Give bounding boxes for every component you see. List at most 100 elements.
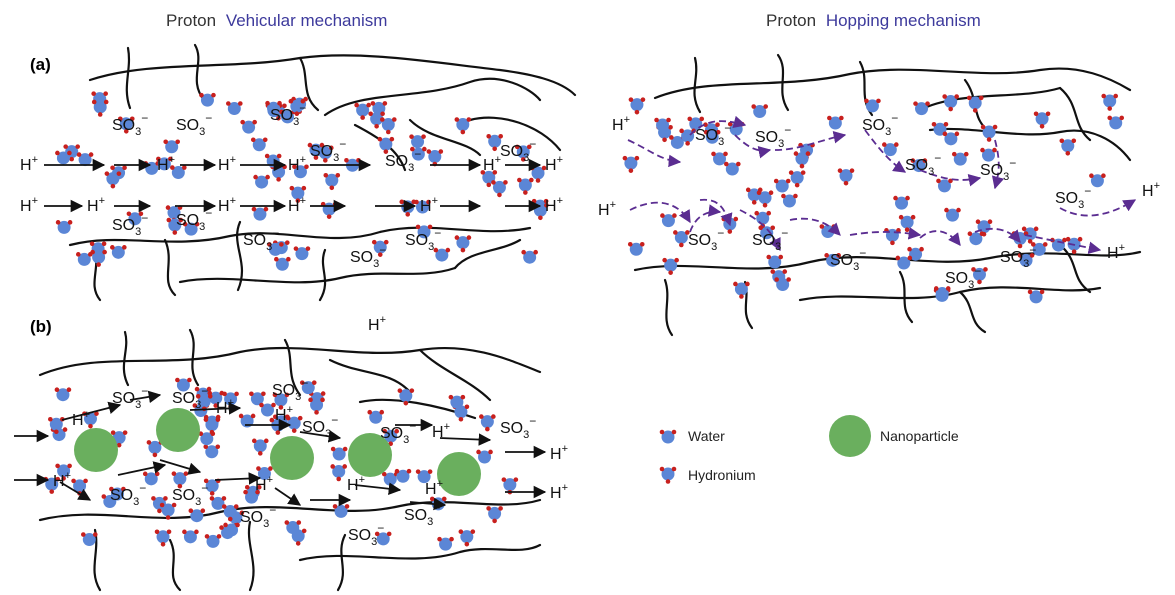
sulfonate-label: SO3− [270,101,306,128]
water-molecule [882,142,899,157]
hydronium-molecule [1021,226,1039,244]
hydronium-molecule [90,249,107,267]
hydronium-molecule [171,471,189,489]
left-title: Proton Vehicular mechanism [166,11,387,30]
water-molecule [163,139,180,154]
hydronium-molecule [942,94,959,112]
water-molecule [274,256,291,271]
hydronium-molecule [479,414,496,432]
water-molecule [415,224,433,239]
sulfonate-label: SO3− [272,376,308,403]
nanoparticle-3 [270,436,314,480]
water-molecule [367,409,385,424]
sulfonate-label: SO3− [112,111,148,138]
sulfonate-label: SO3− [752,226,788,253]
water-molecule [448,394,466,409]
water-molecule [249,391,266,406]
water-molecule [410,146,427,161]
water-molecule [330,446,348,461]
water-molecule [126,211,144,226]
nanoparticle-5 [437,452,481,496]
water-molecule [381,471,399,486]
hydronium-molecule [159,502,177,520]
sulfonate-label: SO3− [405,226,441,253]
chemical-labels: H+H+H+H+H+H+H+H+H+H+H+H+H+SO3−SO3−SO3−SO… [20,101,1160,548]
hydronium-molecule [662,257,679,275]
vehicular-arrows [14,158,547,511]
proton-label: H+ [432,421,450,441]
legend-nanoparticle-label: Nanoparticle [880,428,959,444]
nanoparticles-layer [74,408,481,496]
water-molecule [773,178,791,193]
left-title-prefix: Proton [166,11,216,30]
water-molecule [293,246,311,261]
hydronium-molecule [251,438,269,456]
hydronium-molecule [1033,111,1051,129]
hydronium-molecule [82,411,99,429]
hydronium-molecule [788,170,806,188]
hydronium-molecule [966,95,984,113]
water-molecule [110,245,127,259]
sulfonate-label: SO3− [945,264,981,291]
hydronium-molecule [399,199,417,217]
proton-label: H+ [425,478,443,498]
water-molecule [243,489,260,504]
water-molecule [433,247,451,262]
water-molecule [774,277,791,292]
water-molecule [156,156,173,171]
hydronium-molecule [1059,138,1077,156]
water-molecule [240,119,257,134]
panel-label-b: (b) [30,317,52,336]
nanoparticle-4 [348,433,392,477]
water-molecule [781,193,798,208]
hydronium-molecule [898,214,916,232]
hydronium-molecule [117,116,135,134]
water-molecule [409,134,426,149]
hydronium-molecule [104,171,122,189]
sulfonate-label: SO3− [1055,184,1091,211]
water-molecule [332,504,350,518]
hydronium-molecule [659,466,677,484]
hydronium-molecule [486,506,503,524]
sulfonate-label: SO3− [980,156,1016,183]
water-molecule [703,129,721,144]
water-molecule [907,246,924,261]
sulfonate-label: SO3− [1000,243,1036,270]
proton-label: H+ [288,154,306,174]
water-molecule [1027,289,1045,304]
water-molecule [170,165,187,180]
hydronium-molecule [320,201,338,219]
hydronium-molecule [288,98,306,117]
water-molecule [827,115,844,130]
water-molecule [55,220,73,234]
hydronium-molecule [377,136,395,154]
left-title-highlight: Vehicular mechanism [226,11,388,30]
water-molecule [292,164,309,179]
proton-label: H+ [275,404,293,424]
sulfonate-label: SO3− [172,384,208,411]
panel-label-a: (a) [30,55,51,74]
hydronium-molecule [308,397,325,415]
water-molecule [627,241,645,256]
hydronium-molecule [55,463,72,481]
water-molecule [203,444,221,459]
hydronium-molecule [837,168,855,186]
proton-label: H+ [72,409,90,429]
water-molecule [895,255,913,270]
water-molecule [81,532,98,547]
hydronium-molecule [48,416,65,435]
hydronium-molecule [165,205,183,223]
proton-label: H+ [255,474,273,494]
water-molecule [951,151,969,166]
water-molecule [758,225,776,240]
water-molecule [942,131,960,146]
sulfonate-label: SO3− [172,481,208,508]
water-molecule [724,161,741,176]
hydronium-molecule [514,144,532,162]
sulfonate-label: SO3− [348,521,384,548]
sulfonate-label: SO3− [404,501,440,528]
right-title: Proton Hopping mechanism [766,11,981,30]
hydronium-molecule [628,97,646,115]
hydronium-molecule [221,504,239,522]
